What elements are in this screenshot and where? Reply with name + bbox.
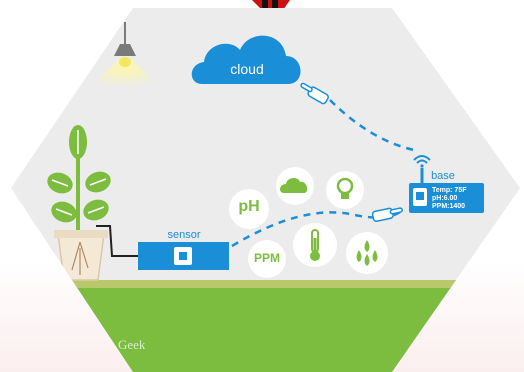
water-drops-icon: [356, 240, 378, 266]
base-node: [409, 155, 484, 213]
top-decoration: [252, 0, 290, 10]
plant-pot: [57, 233, 105, 281]
ppm-circle: [248, 240, 286, 278]
cloud-icon: [280, 178, 308, 193]
ppm-label: PPM: [253, 251, 280, 265]
ph-circle: [229, 189, 269, 229]
grass: [11, 286, 520, 372]
lamp: [86, 22, 164, 90]
cloud-icon: [191, 35, 301, 84]
ph-label: pH: [238, 198, 260, 215]
base-ppm-readout: PPM:1400: [432, 203, 466, 210]
base-temp-readout: Temp: 75F: [432, 187, 467, 194]
base-label: base: [431, 170, 455, 182]
watermark: Geek: [118, 337, 146, 352]
lightbulb-icon: [336, 177, 354, 199]
pointing-hand-icon: [371, 207, 403, 222]
pointing-hand-icon: [300, 82, 329, 105]
wifi-icon: [413, 155, 431, 168]
cloud-to-base-link: [329, 99, 415, 152]
thermometer-icon: [310, 229, 320, 261]
cloud-label: cloud: [230, 61, 264, 77]
sensor-node: [96, 225, 229, 270]
base-device: [409, 183, 484, 213]
cloud-node: [191, 35, 301, 84]
base-ph-readout: pH:6.00: [432, 195, 458, 202]
light-bulb: [119, 57, 131, 67]
plant: [47, 125, 111, 281]
sensor-label: sensor: [167, 229, 201, 241]
measurement-circles: [229, 167, 388, 278]
humidity-circle: [346, 232, 388, 274]
light-circle: [326, 171, 364, 209]
